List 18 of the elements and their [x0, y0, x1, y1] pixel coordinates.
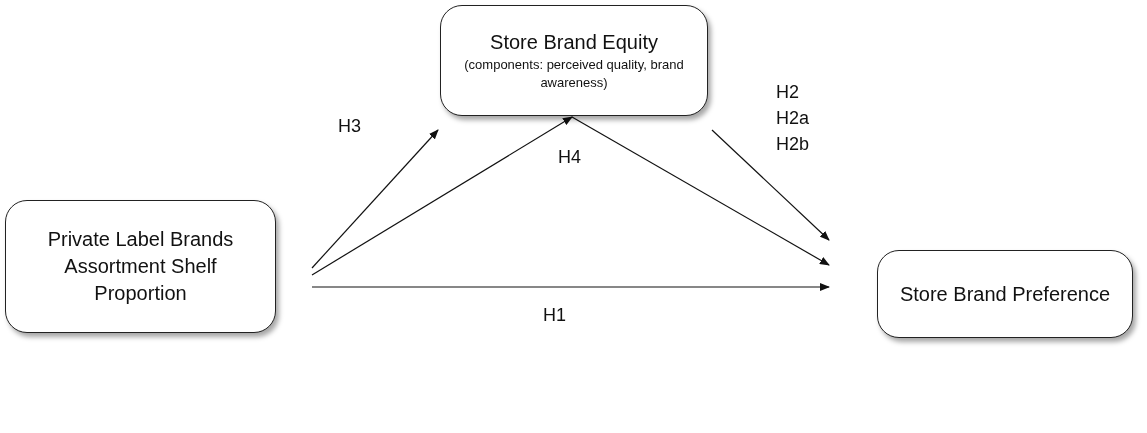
arrow — [571, 116, 830, 266]
arrow — [311, 129, 439, 269]
concept-box — [5, 200, 276, 333]
concept-box — [440, 5, 708, 116]
hypothesis-label: H3 — [338, 116, 361, 137]
hypothesis-label: H1 — [543, 305, 566, 326]
arrow — [311, 116, 573, 276]
node-title: Store Brand Equity — [489, 30, 659, 56]
hypothesis-label: H4 — [558, 147, 581, 168]
hypothesis-label: H2 — [776, 82, 799, 103]
node-title: Store Brand Preference — [898, 281, 1112, 307]
arrow — [711, 129, 830, 241]
hypothesis-label: H2b — [776, 134, 810, 155]
node-title: Private Label Brands Assortment Shelf Proportion — [46, 227, 235, 306]
concept-box — [877, 250, 1133, 338]
hypothesis-label: H2a — [776, 108, 810, 129]
arrow — [311, 283, 830, 291]
node-description: (components: perceived quality, brand awareness) — [463, 56, 685, 92]
